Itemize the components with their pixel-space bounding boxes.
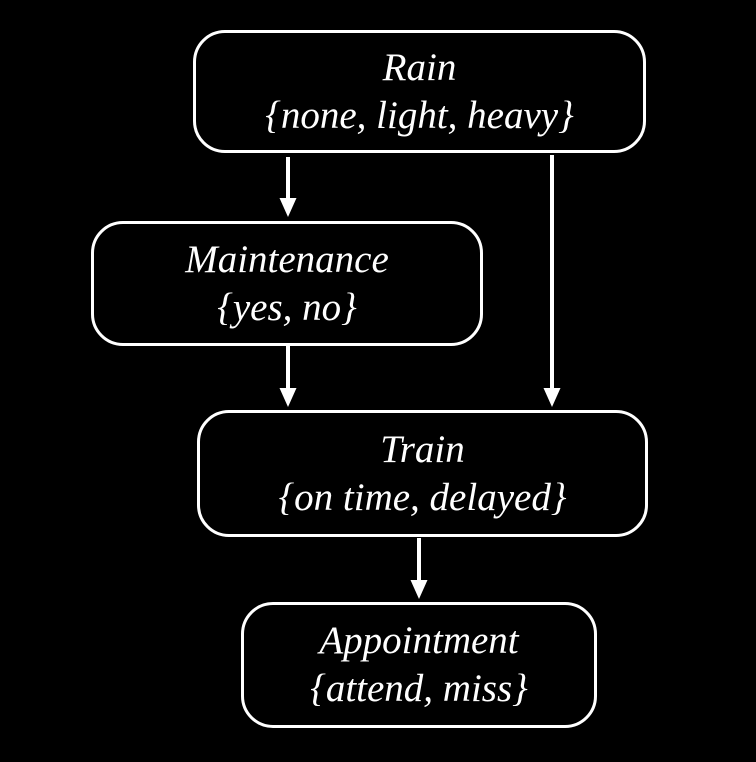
- node-appointment-label: Appointment: [319, 619, 519, 663]
- node-maintenance: Maintenance {yes, no}: [91, 221, 483, 346]
- edge-maintenance-to-train-arrow: [279, 346, 297, 407]
- edge-train-to-appointment-arrow: [410, 538, 428, 599]
- node-maintenance-label: Maintenance: [185, 237, 389, 281]
- node-maintenance-values: {yes, no}: [217, 285, 357, 329]
- node-train-label: Train: [380, 427, 465, 471]
- node-train-values: {on time, delayed}: [278, 475, 567, 519]
- node-appointment: Appointment {attend, miss}: [241, 602, 597, 728]
- node-appointment-values: {attend, miss}: [310, 667, 528, 710]
- edge-rain-to-train-arrow: [543, 155, 561, 407]
- node-rain-label: Rain: [382, 45, 457, 89]
- node-rain: Rain {none, light, heavy}: [193, 30, 646, 153]
- node-rain-values: {none, light, heavy}: [265, 93, 574, 137]
- node-train: Train {on time, delayed}: [197, 410, 648, 537]
- edge-rain-to-maintenance-arrow: [279, 157, 297, 217]
